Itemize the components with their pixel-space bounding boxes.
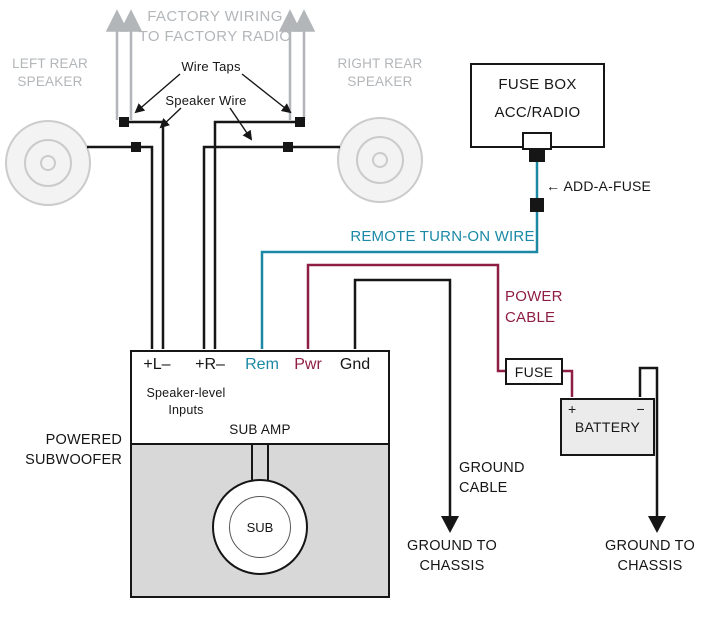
battery-minus-terminal: − [636,401,645,417]
terminal-left-input: +L– [143,356,171,373]
ground-to-chassis-label: GROUND TO CHASSIS [598,536,702,576]
ground-arrow-icon [648,516,666,533]
wire-tap [283,142,293,152]
subwoofer-cone: SUB [229,496,291,558]
ground-arrow-icon [441,516,459,533]
wire-tap [295,117,305,127]
fuse-holder: FUSE [505,358,563,385]
speaker-wire-left-bottom [87,145,154,349]
remote-turn-on-wire-label: REMOTE TURN-ON WIRE [350,228,535,245]
factory-wiring-line: TO FACTORY RADIO [138,28,292,46]
power-cable-line: POWER [505,288,563,305]
battery-label: BATTERY [574,419,641,435]
factory-wiring-line: FACTORY WIRING [147,8,283,25]
ground-to-chassis-line: CHASSIS [419,558,485,574]
wire-taps-pointer-left [134,73,181,114]
sub-connector [251,445,269,482]
ground-cable-wire [353,278,452,518]
speaker-level-line: Inputs [168,402,204,417]
powered-subwoofer-line: POWERED [45,432,122,448]
ground-to-chassis-line: CHASSIS [617,558,683,574]
ground-to-chassis-label: GROUND TO CHASSIS [400,536,504,576]
ground-to-chassis-line: GROUND TO [407,538,497,554]
left-rear-speaker-line: SPEAKER [17,74,83,90]
ground-to-chassis-line: GROUND TO [605,538,695,554]
power-cable-wire [306,263,574,397]
sub-amp-box [130,350,390,445]
add-a-fuse-label: ← ADD-A-FUSE [546,178,652,194]
powered-subwoofer-label: POWERED SUBWOOFER [18,430,122,471]
acc-radio-label: ACC/RADIO [494,104,581,121]
speaker-wire-pointer-right [229,107,253,141]
speaker-wire-right-top [213,120,300,349]
power-cable-line: CABLE [505,308,556,326]
wire-taps-pointer-right [241,73,292,114]
battery-plus-terminal: + [568,401,577,417]
fuse-box-label: FUSE BOX [498,76,577,93]
ground-cable-label: GROUND CABLE [459,458,525,498]
add-a-fuse-inline-fuse [530,198,544,212]
battery-ground-wire [638,366,659,518]
speaker-wire-left-top [124,120,165,349]
power-cable-label: POWER CABLE [505,287,563,328]
speaker-level-inputs-label: Speaker-level Inputs [136,385,236,419]
left-speaker-icon [5,120,91,206]
wire-tap [119,117,129,127]
wire-tap [131,142,141,152]
ground-cable-line: CABLE [459,480,508,496]
left-rear-speaker-label: LEFT REAR SPEAKER [0,55,100,91]
speaker-wire-label: Speaker Wire [165,93,247,108]
speaker-wire-right-bottom [202,145,340,349]
battery-box: + − BATTERY [560,398,655,456]
right-speaker-icon [337,117,423,203]
subwoofer-speaker: SUB [212,479,308,575]
speaker-wire-pointer-left [159,107,182,129]
right-rear-speaker-label: RIGHT REAR SPEAKER [330,55,430,91]
right-rear-speaker-line: SPEAKER [347,74,413,90]
factory-wiring-label: FACTORY WIRING TO FACTORY RADIO [125,7,305,47]
fuse-label: FUSE [514,363,554,380]
terminal-remote: Rem [245,356,279,373]
left-rear-speaker-line: LEFT REAR [12,56,88,71]
fuse-box-tab [522,132,552,150]
speaker-level-line: Speaker-level [146,386,226,400]
terminal-power: Pwr [294,356,322,373]
terminal-right-input: +R– [195,356,225,373]
powered-subwoofer-line: SUBWOOFER [25,452,122,469]
right-rear-speaker-line: RIGHT REAR [337,56,423,71]
sub-amp-label: SUB AMP [229,422,291,437]
fuse-box-plug [529,150,545,162]
ground-cable-line: GROUND [459,460,525,476]
sub-label: SUB [246,519,274,535]
wire-taps-label: Wire Taps [181,59,241,74]
terminal-ground: Gnd [339,356,371,373]
fuse-box: FUSE BOX ACC/RADIO [470,63,605,148]
